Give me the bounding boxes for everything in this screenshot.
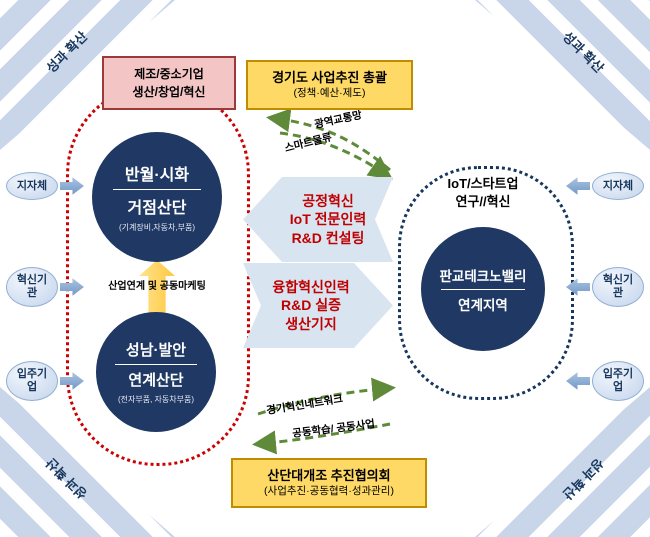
industry-link-label: 산업연계 및 공동마케팅	[108, 281, 206, 292]
to-right-line2: R&D 실증	[281, 297, 341, 314]
banwol-sihwa-circle: 반월·시화 거점산단 (기계장비,자동차,부품)	[92, 132, 222, 262]
to-left-line2: IoT 전문인력	[289, 211, 367, 228]
to-left-line1: 공정혁신	[302, 193, 354, 210]
pink-box-line2: 생산/창업/혁신	[132, 85, 206, 99]
flow-label-wide-transport: 광역교통망	[313, 109, 364, 131]
hub-industries: (기계장비,자동차,부품)	[118, 223, 195, 232]
flow-label-innovation-network: 경기혁신네트워크	[265, 393, 344, 417]
iot-startup-title: IoT/스타트업 연구//혁신	[406, 175, 560, 211]
to-right-line3: 생산기지	[285, 315, 337, 332]
exchange-arrow-to-right: 융합혁신인력 R&D 실증 생산기지	[243, 263, 393, 348]
sub-industries: (전자부품, 자동차부품)	[117, 395, 194, 404]
left-oval-local-gov: 지자체	[6, 172, 58, 200]
top-box-title: 경기도 사업추진 총괄	[272, 69, 387, 85]
left-oval-innovation-org: 혁신기관	[6, 267, 58, 307]
pangyo-name: 판교테크노밸리	[439, 268, 527, 284]
sub-role: 연계산단	[128, 372, 184, 389]
manufacturing-sme-box: 제조/중소기업 생산/창업/혁신	[102, 56, 236, 110]
bottom-box-subtitle: (사업추진·공동협력·성과관리)	[264, 484, 394, 497]
to-right-line1: 융합혁신인력	[272, 279, 350, 296]
sub-name: 성남·발안	[125, 342, 187, 359]
left-oval-tenant-company: 입주기업	[6, 361, 58, 401]
pangyo-role: 연계지역	[458, 297, 508, 313]
arrow-left-icon	[566, 372, 590, 390]
gyeonggi-province-box: 경기도 사업추진 총괄 (정책·예산·제도)	[246, 60, 413, 110]
flow-label-joint-learning: 공동학습/ 공동사업	[291, 417, 376, 441]
right-oval-tenant-company: 입주기업	[592, 361, 644, 401]
arrow-left-icon	[566, 177, 590, 195]
divider	[112, 189, 202, 190]
right-title-line2: 연구//혁신	[455, 194, 511, 210]
to-left-line3: R&D 컨설팅	[291, 229, 365, 246]
bottom-box-title: 산단대개조 추진협의회	[267, 467, 391, 483]
top-box-subtitle: (정책·예산·제도)	[293, 86, 366, 99]
flow-label-smart-logistics: 스마트물류	[283, 131, 334, 155]
right-oval-innovation-org: 혁신기관	[592, 267, 644, 307]
right-oval-local-gov: 지자체	[592, 172, 644, 200]
corner-stripes-bottom-right	[475, 387, 650, 537]
council-box: 산단대개조 추진협의회 (사업추진·공동협력·성과관리)	[231, 458, 427, 508]
divider	[115, 364, 197, 365]
pangyo-technovalley-circle: 판교테크노밸리 연계지역	[421, 227, 545, 351]
seongnam-balan-circle: 성남·발안 연계산단 (전자부품, 자동차부품)	[96, 312, 216, 432]
hub-name: 반월·시화	[124, 167, 190, 184]
exchange-arrow-to-left: 공정혁신 IoT 전문인력 R&D 컨설팅	[243, 177, 393, 262]
divider	[440, 288, 526, 290]
pink-box-line1: 제조/중소기업	[134, 67, 204, 81]
right-title-line1: IoT/스타트업	[447, 176, 519, 191]
hub-role: 거점산단	[127, 200, 187, 217]
